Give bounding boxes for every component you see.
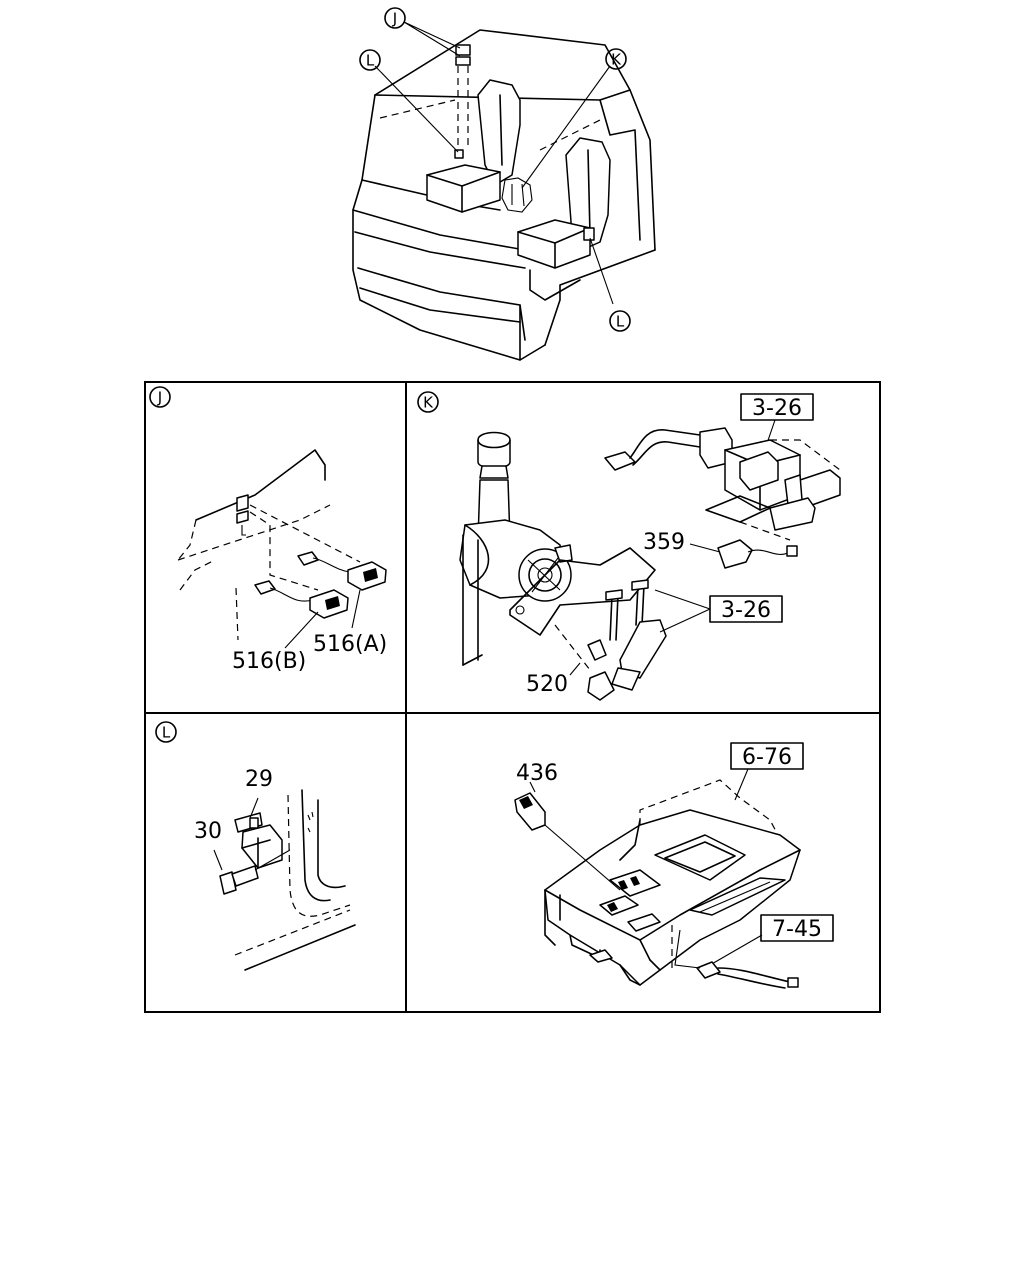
label-30: 30 [194, 819, 222, 844]
cab-callout-l-top-label: L [366, 52, 375, 70]
cab-callout-l-bottom: L [609, 310, 631, 332]
label-359: 359 [643, 530, 685, 555]
panel-console: 6-76 436 7-45 [514, 742, 834, 989]
cab-callout-k: K [605, 48, 627, 70]
cab-overview [352, 21, 656, 361]
panel-k: K 3-26 359 [417, 391, 841, 701]
panel-k-letter: K [423, 394, 434, 412]
cab-callout-j-label: J [392, 10, 397, 28]
cab-callout-l-bottom-label: L [616, 313, 625, 331]
label-29: 29 [245, 767, 273, 792]
label-3-26-top: 3-26 [752, 396, 802, 421]
cab-callout-j: J [384, 7, 406, 29]
detail-grid [144, 381, 881, 1013]
cab-callout-k-label: K [611, 51, 622, 69]
panel-l: L 29 30 [155, 721, 356, 971]
label-436: 436 [516, 761, 558, 786]
label-516-a: 516(A) [313, 632, 387, 657]
panel-j: J 516(B) 516(A) [149, 386, 387, 674]
panel-j-letter: J [157, 389, 162, 407]
label-516-b: 516(B) [232, 649, 306, 674]
label-520: 520 [526, 672, 568, 697]
label-3-26-mid: 3-26 [721, 598, 771, 623]
label-7-45: 7-45 [772, 917, 822, 942]
panel-l-letter: L [162, 724, 171, 742]
label-6-76: 6-76 [742, 745, 792, 770]
cab-callout-l-top: L [359, 49, 381, 71]
